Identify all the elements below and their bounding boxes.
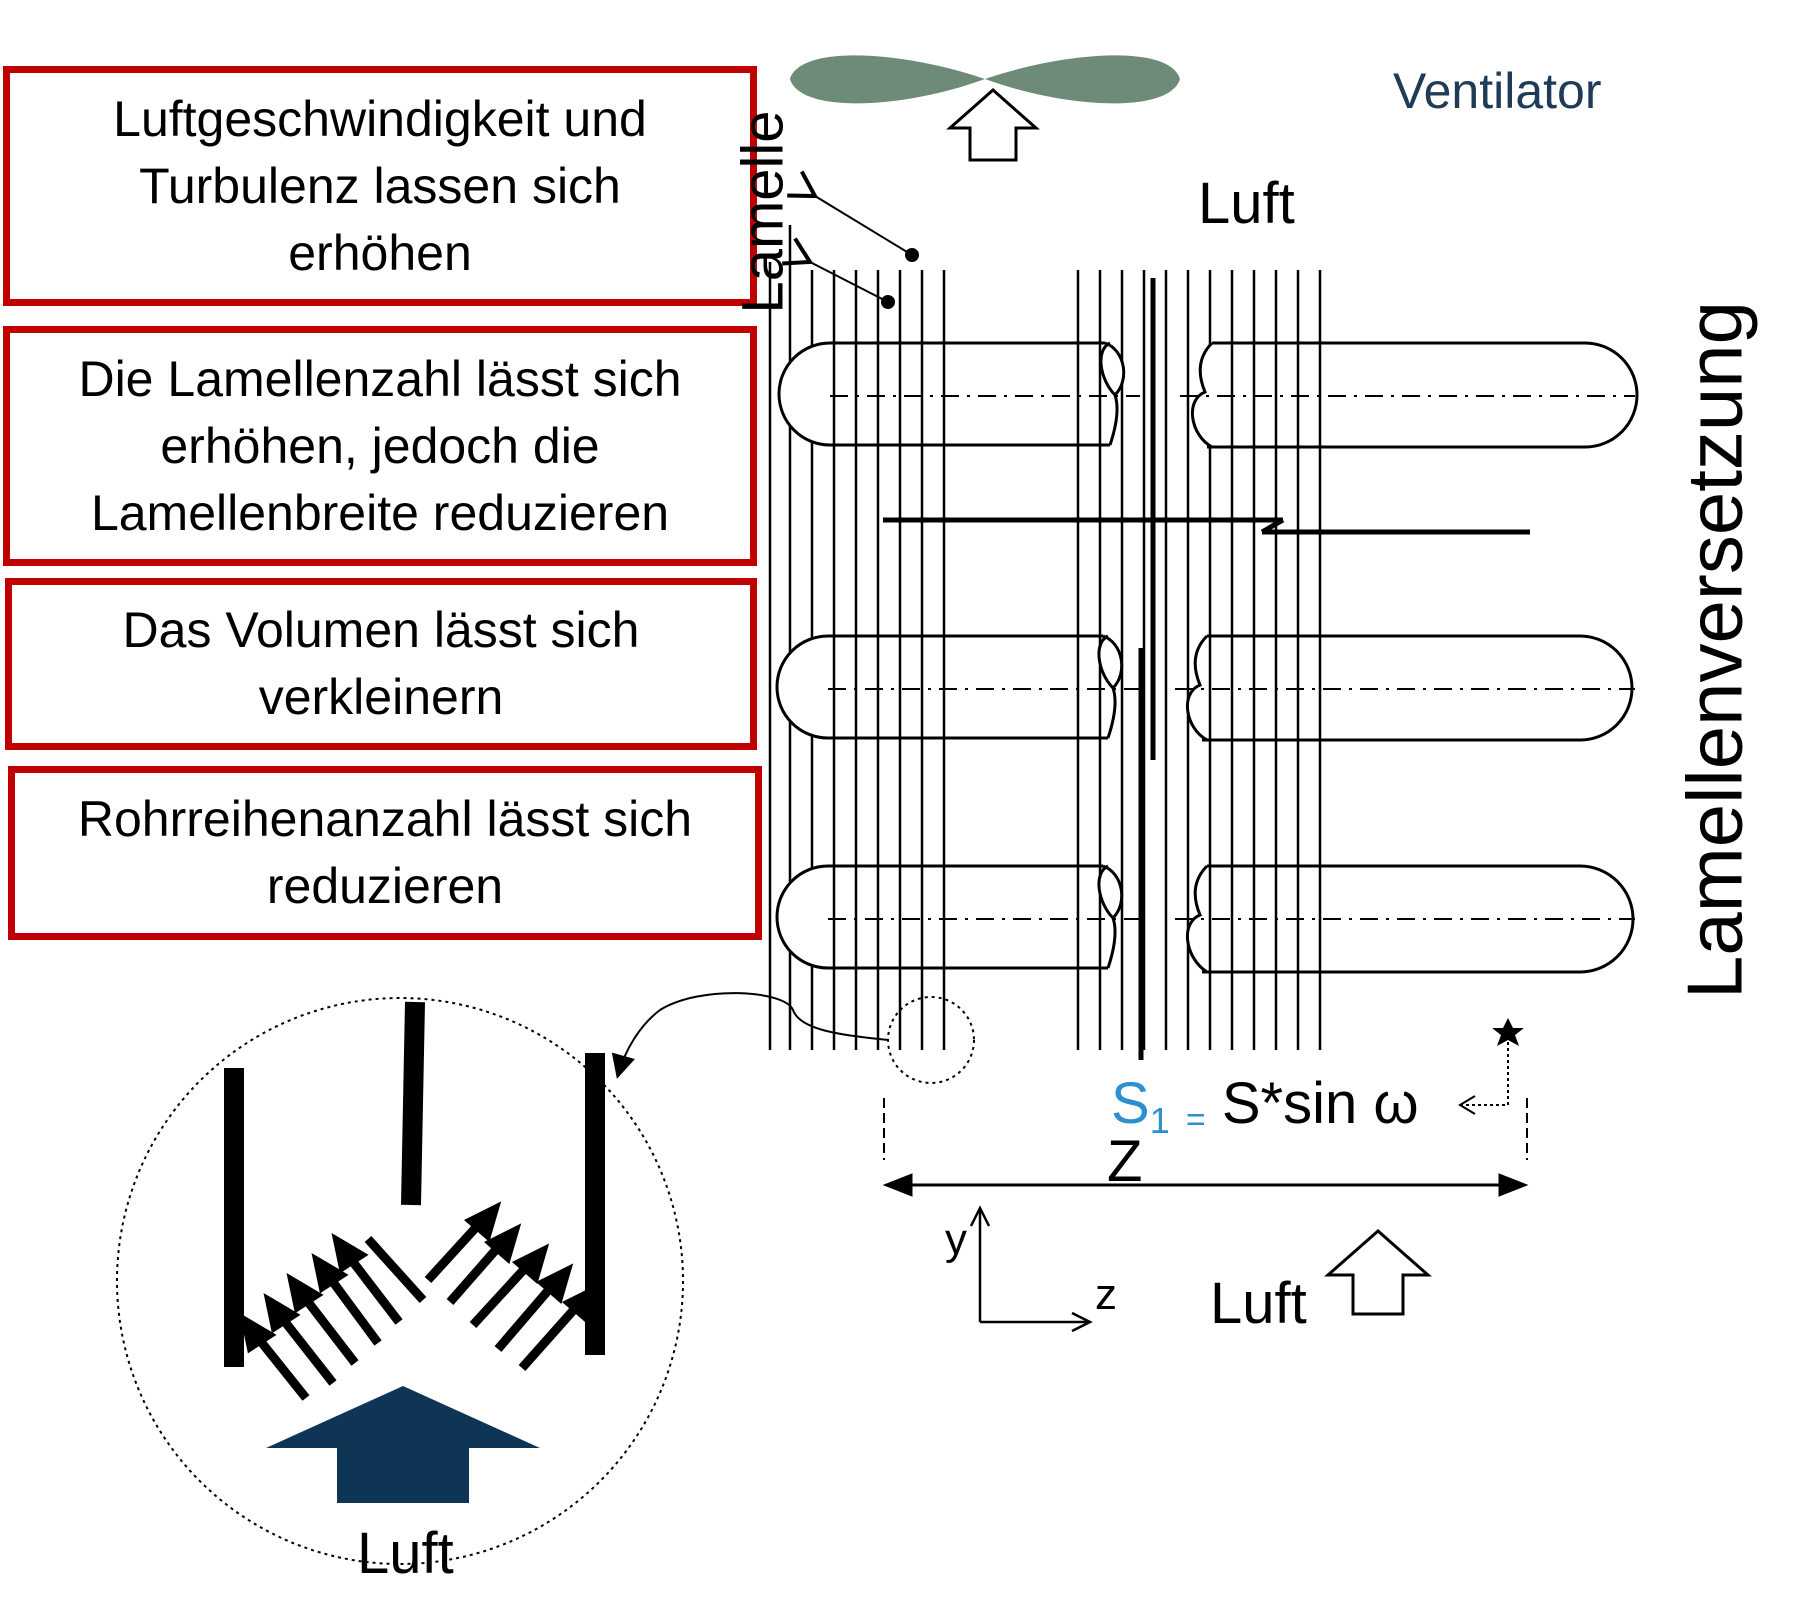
dimension-label: Z xyxy=(1107,1129,1143,1194)
box-volume: Das Volumen lässt sich verkleinern xyxy=(5,578,757,750)
box-tube-rows-text: Rohrreihenanzahl lässt sich reduzieren xyxy=(77,791,693,914)
formula-pointer xyxy=(1462,1036,1509,1106)
formula-rhs: S*sin ω xyxy=(1221,1071,1419,1136)
formula-s1-sub: 1 xyxy=(1149,1100,1170,1141)
air-top-label: Luft xyxy=(1198,171,1295,236)
detail-magnified-circle xyxy=(116,997,684,1565)
fin-pointer-dot xyxy=(905,248,919,262)
air-bottom-label: Luft xyxy=(1210,1271,1307,1336)
air-detail-label: Luft xyxy=(357,1521,454,1586)
star-marker-icon xyxy=(1492,1018,1524,1046)
detail-air-arrow-icon xyxy=(266,1386,540,1503)
detail-fins xyxy=(224,1001,605,1367)
box-tube-rows: Rohrreihenanzahl lässt sich reduzieren xyxy=(8,766,762,940)
air-arrow-bottom-icon xyxy=(1324,1229,1432,1316)
right-tubes xyxy=(1185,341,1639,974)
right-tube-centerlines xyxy=(1175,395,1635,920)
box-fin-count-text: Die Lamellenzahl lässt sich erhöhen, jed… xyxy=(78,350,682,541)
box-fin-count: Die Lamellenzahl lässt sich erhöhen, jed… xyxy=(3,326,757,566)
fin-pointer-dot xyxy=(881,295,895,309)
detail-air-streams xyxy=(239,1201,600,1401)
air-arrow-top-icon xyxy=(946,87,1040,162)
dimension-z xyxy=(882,1098,1529,1197)
axis-z-label: z xyxy=(1095,1270,1117,1319)
coordinate-axes xyxy=(969,1205,1093,1333)
fan-icon xyxy=(790,55,1180,104)
box-volume-text: Das Volumen lässt sich verkleinern xyxy=(122,602,640,725)
formula: S1 = S*sin ω xyxy=(1111,1070,1419,1142)
formula-eq: = xyxy=(1185,1101,1206,1139)
fin-offset-label: Lamellenversetzung xyxy=(1670,300,1759,1000)
left-tube-centerlines xyxy=(828,395,1140,920)
axis-y-label: y xyxy=(945,1215,967,1264)
center-separators xyxy=(883,278,1530,1060)
box-air-velocity-text: Luftgeschwindigkeit und Turbulenz lassen… xyxy=(113,90,647,281)
left-tubes xyxy=(775,341,1126,970)
fin-pointer-lines xyxy=(782,170,913,303)
detail-pointer-curve xyxy=(611,992,889,1079)
box-air-velocity: Luftgeschwindigkeit und Turbulenz lassen… xyxy=(3,66,757,306)
formula-s1: S xyxy=(1111,1071,1150,1136)
fin-label: Lamelle xyxy=(730,110,796,314)
ventilator-label: Ventilator xyxy=(1393,63,1602,119)
